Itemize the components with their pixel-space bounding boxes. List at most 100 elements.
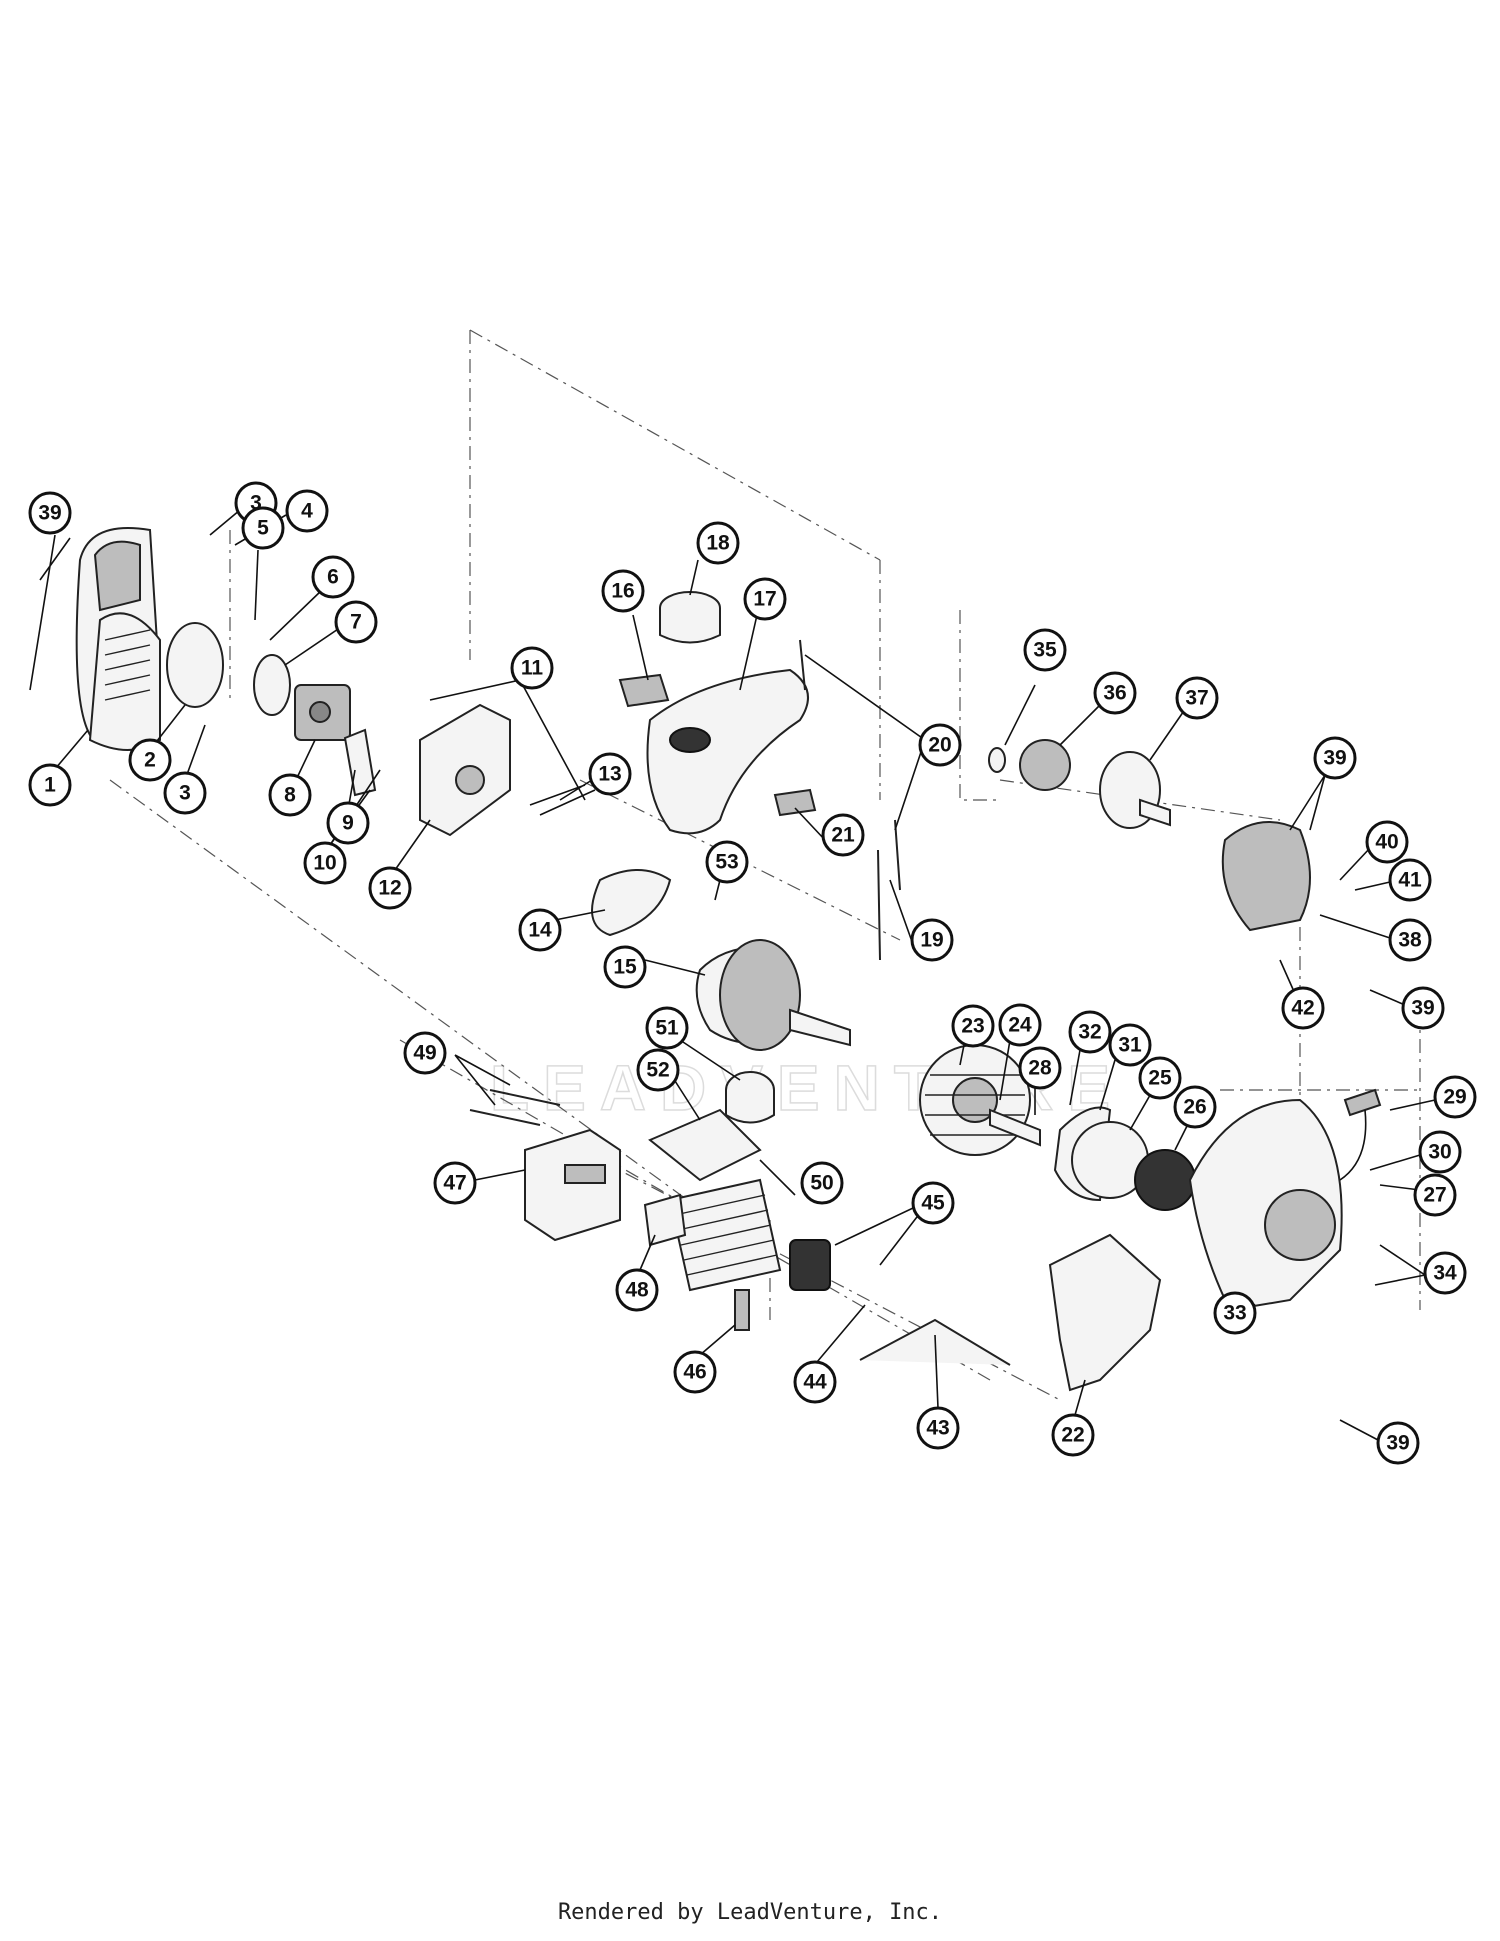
base-gasket-part (648, 1108, 762, 1182)
callout: 36 (1093, 671, 1137, 715)
piston-part (725, 1071, 775, 1124)
callout: 15 (603, 945, 647, 989)
svg-text:32: 32 (1078, 1021, 1101, 1044)
tank-pad-part (773, 788, 817, 817)
callout: 30 (1418, 1130, 1462, 1174)
callout: 10 (303, 841, 347, 885)
callout: 51 (645, 1006, 689, 1050)
callout: 48 (615, 1268, 659, 1312)
svg-text:33: 33 (1223, 1302, 1246, 1325)
adapter-housing-part (419, 703, 511, 837)
svg-text:22: 22 (1061, 1424, 1084, 1447)
callout: 28 (1018, 1046, 1062, 1090)
crankcase-part (695, 939, 851, 1051)
callout: 32 (1068, 1010, 1112, 1054)
muffler-bolts-part (469, 1089, 561, 1126)
svg-text:29: 29 (1443, 1086, 1466, 1109)
callout: 33 (1213, 1291, 1257, 1335)
svg-text:53: 53 (715, 851, 738, 874)
callout: 7 (334, 600, 378, 644)
fuel-cap-part (659, 591, 721, 644)
callout: 43 (916, 1406, 960, 1450)
callout: 49 (403, 1031, 447, 1075)
svg-text:21: 21 (831, 824, 855, 847)
bracket-part (1048, 1233, 1162, 1392)
svg-text:45: 45 (921, 1192, 945, 1215)
callout: 18 (696, 521, 740, 565)
svg-text:39: 39 (1411, 997, 1434, 1020)
svg-text:42: 42 (1291, 997, 1314, 1020)
svg-text:3: 3 (250, 492, 262, 515)
callout: 22 (1051, 1413, 1095, 1457)
callout: 41 (1388, 858, 1432, 902)
starter-housing-part (1188, 1098, 1343, 1312)
svg-text:9: 9 (342, 812, 354, 835)
callout: 17 (743, 577, 787, 621)
callout: 53 (705, 840, 749, 884)
callout: 9 (326, 801, 370, 845)
svg-text:7: 7 (350, 611, 362, 634)
callout: 6 (311, 555, 355, 599)
callout: 26 (1173, 1085, 1217, 1129)
callout: 46 (673, 1350, 717, 1394)
leader-lines (29, 509, 1436, 1441)
callout-labels: 39 3 4 5 6 7 1 2 3 8 9 10 11 12 13 14 16… (28, 481, 1477, 1465)
drive-shaft-part (989, 1108, 1041, 1147)
svg-text:41: 41 (1398, 869, 1422, 892)
callout: 14 (518, 908, 562, 952)
svg-text:1: 1 (44, 774, 56, 797)
callout: 16 (601, 569, 645, 613)
svg-text:5: 5 (257, 517, 269, 540)
cylinder-gasket-part (591, 869, 672, 937)
callout: 23 (951, 1004, 995, 1048)
svg-text:24: 24 (1008, 1014, 1032, 1037)
svg-text:50: 50 (810, 1172, 833, 1195)
callout: 31 (1108, 1023, 1152, 1067)
svg-text:38: 38 (1398, 929, 1422, 952)
callout: 4 (285, 489, 329, 533)
svg-text:13: 13 (598, 763, 621, 786)
callout: 35 (1023, 628, 1067, 672)
svg-text:3: 3 (179, 782, 191, 805)
callout: 8 (268, 773, 312, 817)
svg-text:31: 31 (1118, 1034, 1142, 1057)
callout: 27 (1413, 1173, 1457, 1217)
callout: 11 (510, 646, 554, 690)
svg-text:11: 11 (521, 657, 544, 680)
muffler-gasket-part (643, 1193, 687, 1247)
callout: 38 (1388, 918, 1432, 962)
svg-text:10: 10 (313, 852, 336, 875)
callout: 25 (1138, 1056, 1182, 1100)
fuel-line-part (799, 639, 901, 961)
svg-text:15: 15 (613, 956, 637, 979)
callout: 21 (821, 813, 865, 857)
svg-text:44: 44 (803, 1371, 827, 1394)
callout: 39 (28, 491, 72, 535)
svg-text:12: 12 (378, 877, 401, 900)
svg-text:23: 23 (961, 1015, 984, 1038)
svg-text:49: 49 (413, 1042, 436, 1065)
svg-text:36: 36 (1103, 682, 1126, 705)
fuel-tank-part (646, 668, 809, 835)
svg-text:14: 14 (528, 919, 552, 942)
svg-text:27: 27 (1423, 1184, 1446, 1207)
callout: 50 (800, 1161, 844, 1205)
carburetor-part (294, 684, 351, 741)
svg-text:4: 4 (301, 500, 313, 523)
svg-text:28: 28 (1028, 1057, 1052, 1080)
callout: 52 (636, 1048, 680, 1092)
cylinder-part (668, 1178, 782, 1292)
svg-text:19: 19 (920, 929, 943, 952)
svg-text:25: 25 (1148, 1067, 1172, 1090)
spark-plug-part (734, 1289, 750, 1331)
ignition-module-part (789, 1239, 831, 1291)
callout: 40 (1365, 820, 1409, 864)
clutch-part (1019, 739, 1071, 791)
starter-spring-part (1134, 1149, 1196, 1211)
plate-part (253, 654, 291, 716)
engine-cover-part (75, 527, 162, 751)
washer-part (988, 747, 1006, 773)
footer-credit: Rendered by LeadVenture, Inc. (557, 1900, 943, 1925)
callout: 34 (1423, 1251, 1467, 1295)
